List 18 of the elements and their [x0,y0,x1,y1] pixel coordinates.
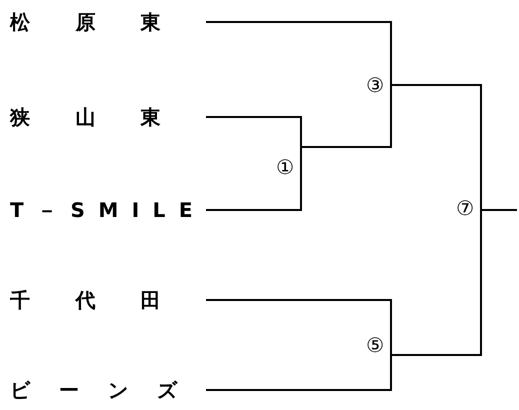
team-name: T－SMILE [10,198,206,222]
bracket-line [481,209,517,211]
bracket-line [301,146,392,148]
bracket-line [206,388,392,391]
team-name: 千代田 [10,288,206,312]
team-name: 狭山東 [10,105,206,129]
bracket-line [206,208,302,211]
bracket-line [206,116,302,118]
bracket-line [391,354,482,356]
bracket-line [206,299,392,302]
bracket-line [391,84,482,86]
match-number: ⑦ [456,196,474,220]
match-number: ① [276,155,294,179]
match-number: ⑤ [366,333,384,357]
team-name: ビーンズ [10,378,206,402]
match-number: ③ [366,73,384,97]
team-name: 松原東 [10,10,206,34]
bracket-line [206,21,392,24]
